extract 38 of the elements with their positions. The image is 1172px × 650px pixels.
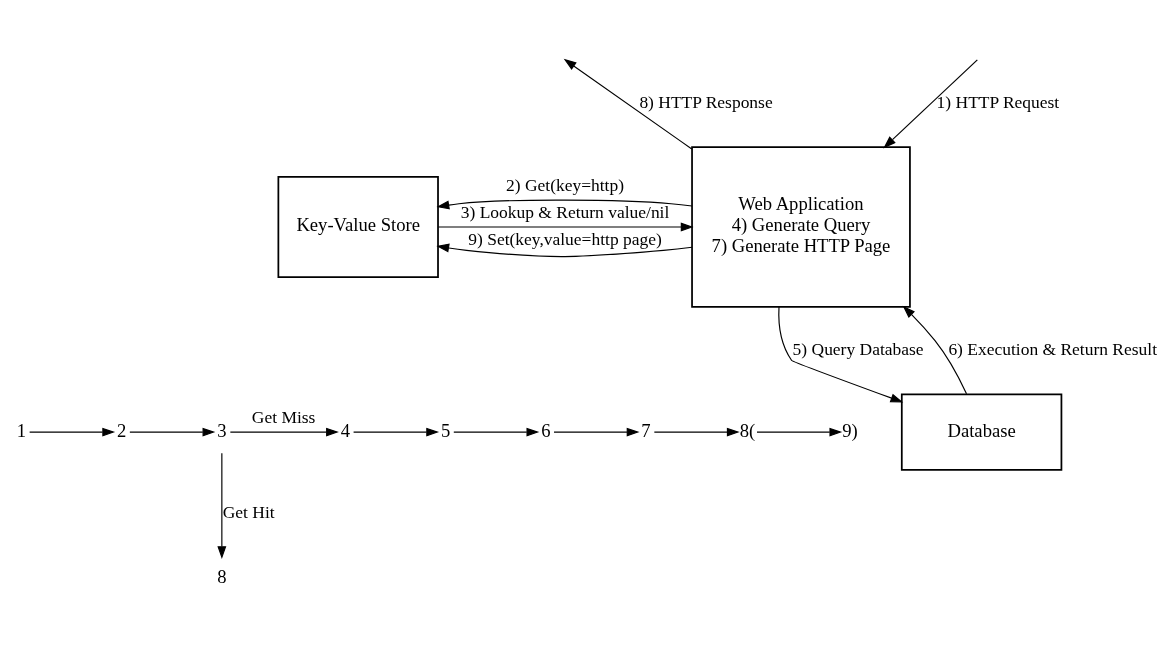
arrow xyxy=(883,58,978,148)
arrow xyxy=(756,427,843,437)
arrow xyxy=(229,427,339,437)
edge-label: 3) Lookup & Return value/nil xyxy=(460,201,670,222)
arrow xyxy=(436,243,693,257)
arrow xyxy=(353,427,440,437)
edge-label: 8) HTTP Response xyxy=(639,91,773,112)
node-text: 8( xyxy=(739,419,756,441)
edge-label: 2) Get(key=http) xyxy=(506,174,625,195)
arrow xyxy=(563,58,693,150)
node-text: 1 xyxy=(16,419,27,441)
arrow xyxy=(653,427,740,437)
edge-label: Get Miss xyxy=(251,406,316,427)
node-text: 6 xyxy=(541,419,551,441)
arrow xyxy=(129,427,216,437)
arrow xyxy=(453,427,540,437)
node-text: 2 xyxy=(116,419,127,441)
node-box: Web Application 4) Generate Query 7) Generate HTTP Page xyxy=(691,145,911,308)
node-text: 3 xyxy=(217,419,227,441)
node-text: 5 xyxy=(440,419,451,441)
node-box: Database xyxy=(900,392,1063,471)
node-text: 9) xyxy=(842,419,858,441)
arrow xyxy=(778,305,904,402)
arrow xyxy=(436,199,693,209)
edge-label: Get Hit xyxy=(222,501,275,522)
arrow xyxy=(29,427,116,437)
arrow xyxy=(553,427,640,437)
edge-label: 5) Query Database xyxy=(792,338,924,359)
node-text: 7 xyxy=(641,419,651,441)
edge-label: 9) Set(key,value=http page) xyxy=(468,228,662,249)
edge-label: 1) HTTP Request xyxy=(936,91,1060,112)
arrow xyxy=(217,452,227,559)
node-box: Key-Value Store xyxy=(277,175,439,278)
node-text: 8 xyxy=(217,565,227,587)
edge-label: 6) Execution & Return Result xyxy=(948,338,1157,359)
arrow xyxy=(902,305,968,394)
node-text: 4 xyxy=(340,419,351,441)
arrow xyxy=(437,222,694,232)
